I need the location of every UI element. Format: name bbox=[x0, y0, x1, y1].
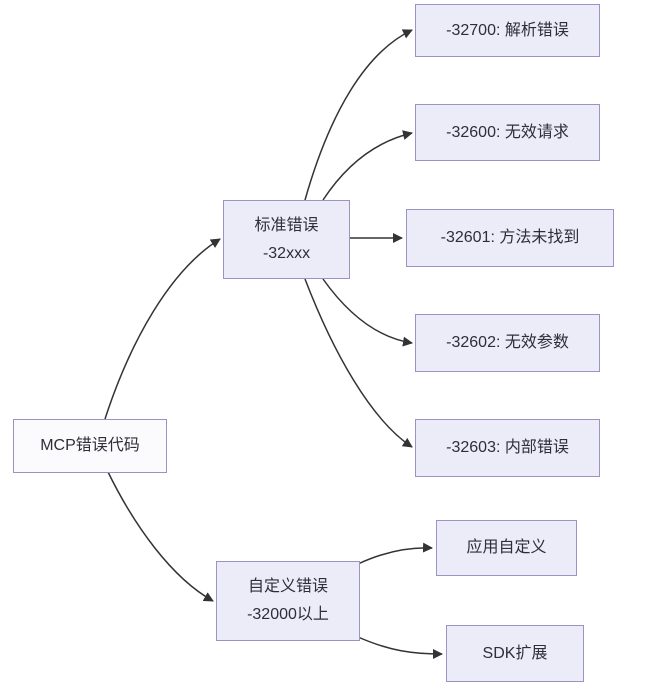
node-error-32601-label: -32601: 方法未找到 bbox=[440, 229, 580, 247]
node-error-32600-label: -32600: 无效请求 bbox=[446, 123, 569, 141]
node-standard-errors: 标准错误 -32xxx bbox=[223, 200, 350, 279]
node-standard-errors-sublabel: -32xxx bbox=[262, 244, 311, 262]
edge-standard-32600 bbox=[322, 130, 413, 201]
node-mcp-error-codes: MCP错误代码 bbox=[13, 419, 167, 473]
node-error-32601: -32601: 方法未找到 bbox=[406, 209, 614, 267]
node-error-32602: -32602: 无效参数 bbox=[415, 314, 600, 372]
node-error-32700: -32700: 解析错误 bbox=[415, 4, 600, 57]
node-sdk-extension: SDK扩展 bbox=[446, 625, 584, 682]
edge-standard-32603 bbox=[304, 278, 413, 448]
node-error-32602-label: -32602: 无效参数 bbox=[446, 334, 569, 352]
node-custom-errors-sublabel: -32000以上 bbox=[247, 606, 329, 623]
edge-root-standard bbox=[104, 238, 221, 420]
node-error-32603: -32603: 内部错误 bbox=[415, 419, 600, 477]
node-error-32603-label: -32603: 内部错误 bbox=[446, 439, 569, 457]
node-mcp-error-codes-label: MCP错误代码 bbox=[40, 437, 140, 455]
edge-standard-32700 bbox=[304, 29, 413, 201]
edge-root-custom bbox=[107, 471, 214, 602]
node-app-custom: 应用自定义 bbox=[436, 520, 577, 576]
node-error-32700-label: -32700: 解析错误 bbox=[446, 21, 569, 39]
node-custom-errors-label: 自定义错误 bbox=[247, 578, 328, 596]
node-custom-errors: 自定义错误 -32000以上 bbox=[216, 561, 360, 641]
edge-custom-app bbox=[357, 542, 433, 565]
node-sdk-extension-label: SDK扩展 bbox=[482, 644, 548, 662]
edge-custom-sdk bbox=[357, 636, 443, 659]
node-standard-errors-label: 标准错误 bbox=[254, 216, 319, 234]
node-error-32600: -32600: 无效请求 bbox=[415, 104, 600, 161]
node-app-custom-label: 应用自定义 bbox=[466, 539, 547, 557]
edge-standard-32602 bbox=[322, 278, 413, 347]
